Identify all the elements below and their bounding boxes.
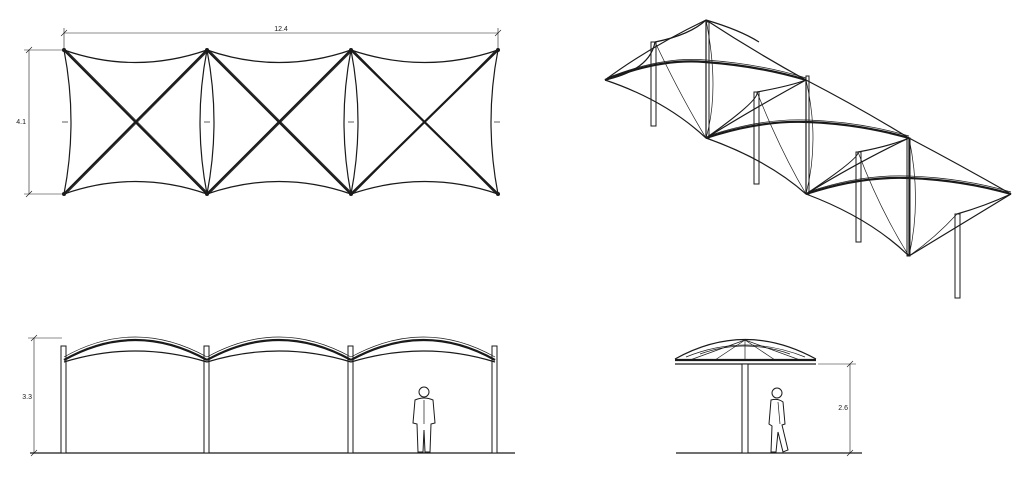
plan-width-dimension: 12.4 [60, 26, 502, 50]
plan-depth-dimension: 4.1 [16, 46, 62, 198]
side-elevation-person [768, 387, 789, 453]
side-height-label: 2.6 [838, 405, 848, 412]
front-elevation-person [412, 386, 436, 453]
perspective-view [604, 19, 1012, 299]
plan-cross-beams [63, 49, 499, 195]
side-elevation: 2.6 [674, 339, 862, 457]
plan-width-label: 12.4 [274, 26, 288, 33]
plan-view: 12.4 4.1 [16, 26, 502, 198]
front-height-dimension: 3.3 [22, 334, 62, 457]
side-height-dimension: 2.6 [818, 360, 856, 457]
plan-depth-label: 4.1 [16, 119, 26, 126]
front-height-label: 3.3 [22, 394, 32, 401]
front-elevation: 3.3 [22, 334, 515, 457]
